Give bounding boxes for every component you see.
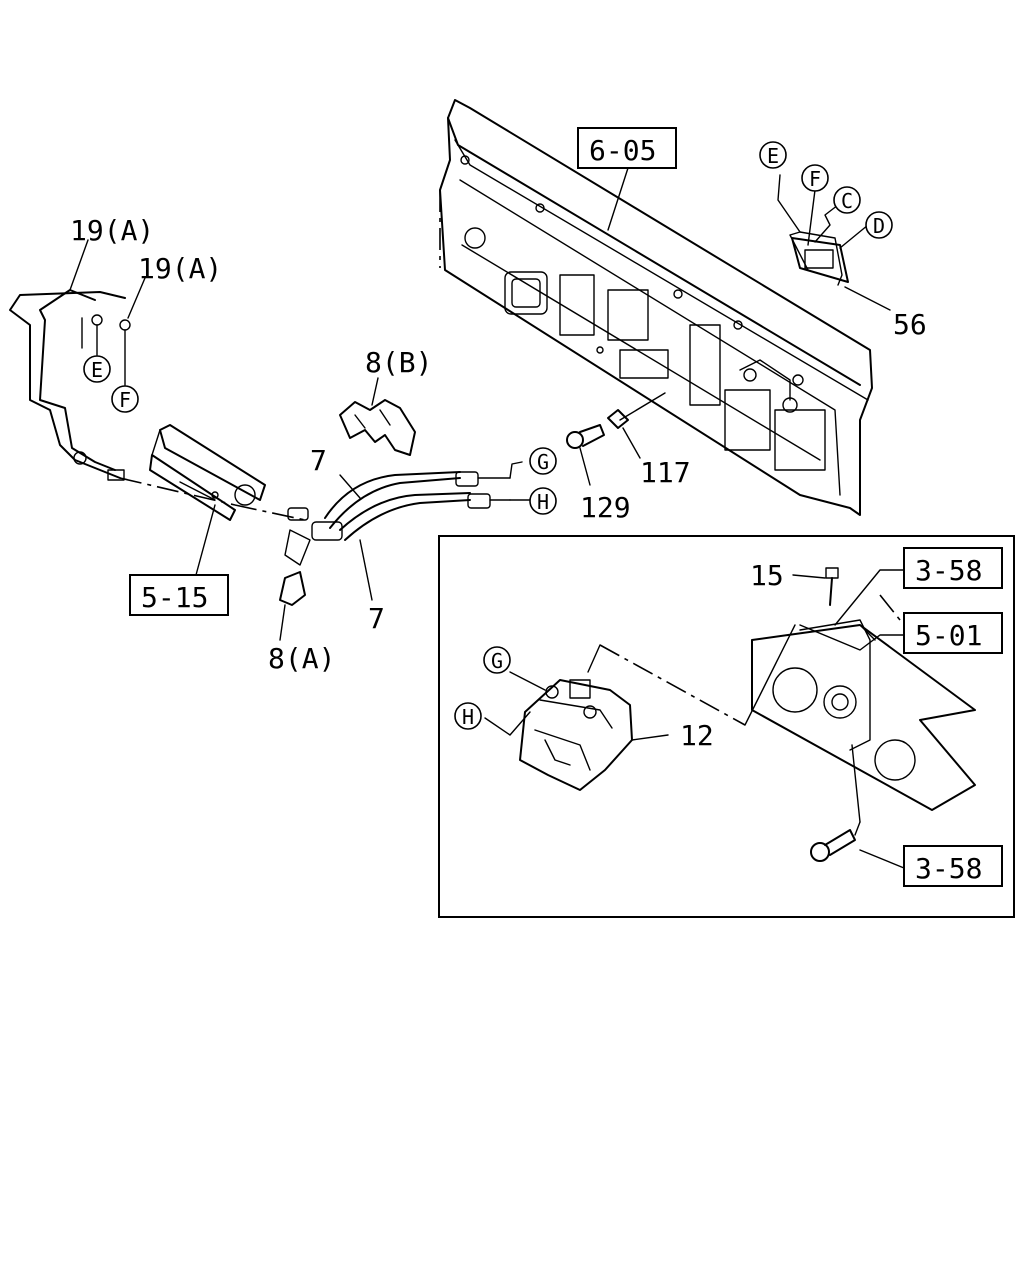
bolt-129 (566, 424, 605, 449)
clamp-8b (339, 399, 416, 456)
connector-g-pipe: G (529, 447, 557, 475)
ref-box-6-05: 6-05 (577, 127, 677, 169)
label-7-top: 7 (310, 444, 327, 477)
connector-c-main: C (833, 186, 861, 214)
svg-text:5-01: 5-01 (915, 619, 982, 652)
connector-e-main: E (759, 141, 787, 169)
ref-box-3-58-top: 3-58 (903, 547, 1003, 589)
frame-rail (751, 594, 976, 811)
connector-d-main: D (865, 211, 893, 239)
hose-pair (234, 471, 511, 541)
label-56: 56 (893, 308, 927, 341)
svg-text:H: H (537, 490, 549, 514)
inset-leader-lines (484, 569, 905, 869)
label-117: 117 (640, 456, 691, 489)
svg-text:6-05: 6-05 (589, 134, 656, 167)
ref-box-3-58-bottom: 3-58 (903, 845, 1003, 887)
label-15: 15 (750, 559, 784, 592)
ref-box-5-15: 5-15 (129, 574, 229, 616)
label-8b: 8(B) (365, 346, 432, 379)
pipe-bracket (119, 424, 266, 521)
svg-text:E: E (91, 358, 103, 382)
label-19a-left: 19(A) (70, 214, 154, 247)
svg-text:3-58: 3-58 (915, 554, 982, 587)
bracket-56 (791, 237, 891, 311)
label-12: 12 (680, 719, 714, 752)
valve-assembly (519, 679, 633, 791)
label-19a-right: 19(A) (138, 252, 222, 285)
svg-text:G: G (491, 649, 503, 673)
inset-frame (438, 535, 1015, 918)
svg-text:E: E (767, 144, 779, 168)
connector-f-main: F (801, 164, 829, 192)
nut-117 (607, 392, 666, 429)
label-8a: 8(A) (268, 642, 335, 675)
connector-h-inset: H (454, 702, 482, 730)
label-7-bottom: 7 (368, 602, 385, 635)
svg-text:3-58: 3-58 (915, 852, 982, 885)
svg-text:F: F (809, 167, 821, 191)
connector-e-left: E (83, 355, 111, 383)
svg-text:5-15: 5-15 (141, 581, 208, 614)
svg-text:F: F (119, 388, 131, 412)
clamp-8a (279, 529, 311, 606)
svg-text:C: C (841, 189, 853, 213)
svg-text:G: G (537, 450, 549, 474)
connector-h-pipe: H (529, 487, 557, 515)
brake-pipe-assembly (9, 289, 131, 481)
svg-text:H: H (462, 705, 474, 729)
crossmember-panel (439, 99, 873, 516)
bolt-15 (825, 567, 839, 606)
leader-lines (69, 167, 869, 641)
connector-g-inset: G (483, 646, 511, 674)
bolt-bottom (810, 821, 861, 862)
svg-text:D: D (873, 214, 885, 238)
label-129: 129 (580, 491, 631, 524)
connector-f-left: F (111, 385, 139, 413)
ref-box-5-01: 5-01 (903, 612, 1003, 654)
